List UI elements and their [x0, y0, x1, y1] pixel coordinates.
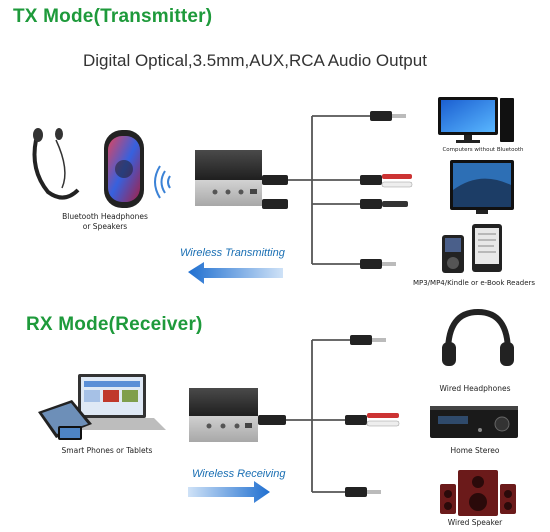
- mp3-label: MP3/MP4/Kindle or e-Book Readers: [412, 279, 536, 287]
- rx-wireless-label: Wireless Receiving: [192, 468, 286, 480]
- rx-jack-plugs: [258, 335, 400, 497]
- headphones-label: Wired Headphones: [439, 384, 511, 393]
- transmitter-box-icon: [195, 150, 262, 206]
- speaker-label: Wired Speaker: [447, 518, 503, 527]
- bluetooth-waves-icon: [154, 165, 171, 199]
- tx-subtitle: Digital Optical,3.5mm,AUX,RCA Audio Outp…: [83, 51, 427, 70]
- receiver-box-icon: [189, 388, 258, 442]
- bluetooth-speaker-icon: [104, 130, 144, 208]
- receive-arrow-icon: [188, 481, 270, 503]
- home-stereo-icon: [430, 406, 518, 438]
- rx-mode-title: RX Mode(Receiver): [26, 314, 203, 335]
- transmit-arrow-icon: [188, 262, 283, 284]
- smartphone-icon: [58, 426, 82, 440]
- tx-cable-lines: [262, 115, 370, 265]
- mp3-player-icon: [442, 235, 464, 273]
- tx-mode-title: TX Mode(Transmitter): [13, 6, 213, 27]
- wired-headphones-icon: [442, 308, 514, 366]
- rx-source-label: Smart Phones or Tablets: [61, 446, 153, 455]
- tx-wireless-label: Wireless Transmitting: [180, 247, 285, 259]
- tx-jack-plugs: [262, 111, 413, 269]
- bluetooth-headphones-icon: [32, 128, 80, 200]
- computer-label: Computers without Bluetooth: [442, 147, 524, 153]
- wired-speaker-icon: [440, 470, 516, 516]
- ebook-reader-icon: [472, 224, 502, 272]
- tx-source-label: Bluetooth Headphones or Speakers: [62, 212, 148, 231]
- laptop-icon: [58, 374, 166, 430]
- tv-icon: [450, 160, 514, 214]
- computer-icon: [438, 97, 514, 143]
- stereo-label: Home Stereo: [450, 446, 500, 455]
